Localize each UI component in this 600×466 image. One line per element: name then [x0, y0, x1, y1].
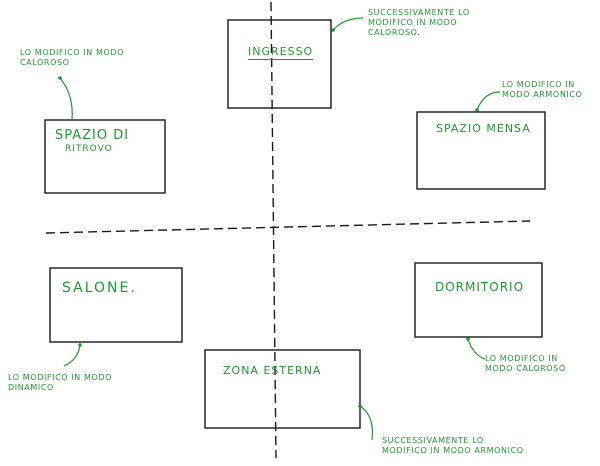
room-label-spazio-ritrovo-line2: Ritrovo: [65, 144, 113, 155]
note-spazio-mensa-line2: modo armonico: [502, 90, 583, 99]
leader-dot-spazio-ritrovo: [58, 76, 62, 80]
note-spazio-ritrovo: lo modifico in modo caloroso: [20, 48, 124, 68]
leader-dormitorio: [467, 338, 486, 360]
room-label-spazio-mensa-text: Spazio Mensa: [436, 122, 531, 135]
note-ingresso-line2: modifico in modo: [368, 18, 458, 27]
room-label-ingresso-text: Ingresso: [248, 45, 314, 60]
leader-salone: [63, 344, 81, 367]
leader-spazio-ritrovo: [59, 77, 73, 121]
note-zona-esterna: Successivamente lo modifico in modo armo…: [382, 436, 524, 456]
room-label-salone-text: Salone.: [62, 280, 137, 296]
note-spazio-ritrovo-line1: lo modifico in modo: [20, 48, 125, 57]
leader-dot-ingresso: [331, 28, 335, 32]
room-label-spazio-ritrovo-line1: Spazio di: [55, 128, 130, 143]
room-box-spazio-ritrovo: [44, 119, 166, 194]
horizontal-dashed-axis: [45, 220, 531, 234]
note-salone-line2: dinamico: [8, 383, 54, 392]
leader-dot-spazio-mensa: [475, 108, 479, 112]
note-dormitorio-line1: lo modifico in: [485, 354, 558, 363]
room-label-salone: Salone.: [62, 280, 137, 298]
leader-dot-zona-esterna: [358, 404, 362, 408]
note-zona-esterna-line2: modifico in modo armonico: [382, 446, 524, 455]
note-spazio-ritrovo-line2: caloroso: [20, 58, 70, 67]
room-label-spazio-mensa: Spazio Mensa: [436, 122, 531, 136]
room-label-spazio-ritrovo: Spazio di Ritrovo: [55, 128, 129, 156]
note-dormitorio-line2: modo caloroso: [485, 364, 566, 373]
note-ingresso: Successivamente lo modifico in modo calo…: [368, 8, 470, 38]
room-box-dormitorio: [414, 262, 543, 338]
room-label-zona-esterna: Zona Esterna: [223, 364, 321, 378]
note-salone: lo modifico in modo dinamico: [8, 373, 112, 393]
leader-spazio-mensa: [476, 91, 501, 111]
room-label-dormitorio: Dormitorio: [435, 280, 524, 295]
note-spazio-mensa: lo modifico in modo armonico: [502, 80, 582, 100]
note-dormitorio: lo modifico in modo caloroso: [485, 354, 566, 374]
note-salone-line1: lo modifico in modo: [8, 373, 113, 382]
vertical-dashed-axis: [270, 1, 277, 459]
room-box-spazio-mensa: [416, 111, 546, 190]
leader-zona-esterna: [359, 405, 374, 441]
room-box-zona-esterna: [204, 349, 361, 429]
note-ingresso-line3: caloroso.: [368, 28, 421, 37]
note-zona-esterna-line1: Successivamente lo: [382, 436, 484, 445]
leader-dot-salone: [78, 343, 82, 347]
room-box-salone: [49, 267, 183, 343]
leader-ingresso: [332, 17, 364, 31]
leader-dot-dormitorio: [466, 337, 470, 341]
room-label-zona-esterna-text: Zona Esterna: [223, 364, 322, 377]
note-ingresso-line1: Successivamente lo: [368, 8, 470, 17]
room-label-ingresso: Ingresso: [248, 45, 314, 60]
note-spazio-mensa-line1: lo modifico in: [502, 80, 575, 89]
room-box-ingresso: [227, 19, 332, 109]
room-label-dormitorio-text: Dormitorio: [435, 280, 525, 294]
